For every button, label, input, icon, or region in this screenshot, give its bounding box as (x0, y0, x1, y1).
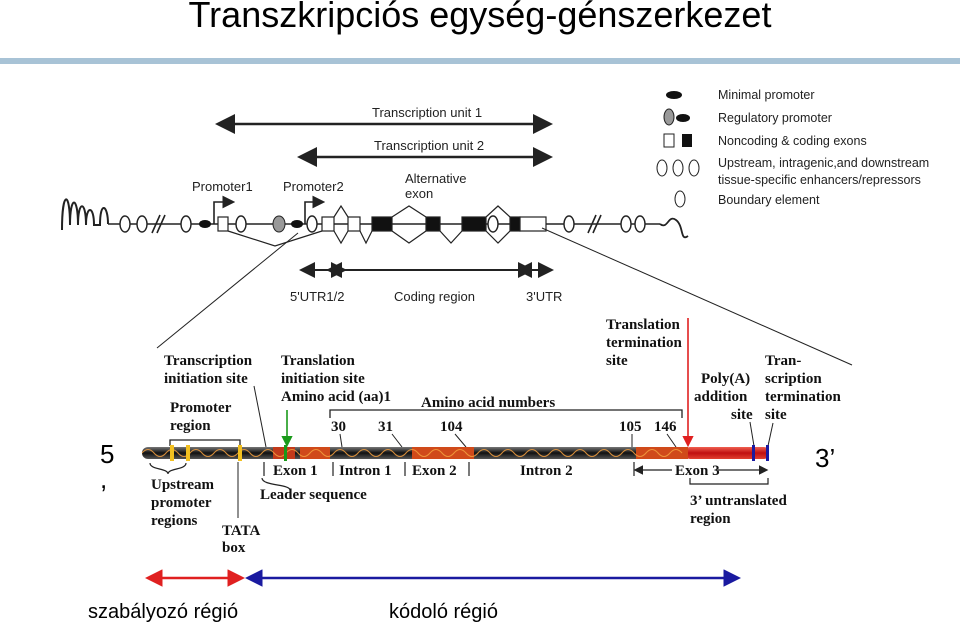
utr3-segment (686, 447, 768, 459)
enhancer-icon (563, 215, 575, 233)
enhancer-icon (235, 215, 247, 233)
minimal-promoter-icon (199, 220, 211, 228)
svg-text:3’ untranslated: 3’ untranslated (690, 493, 787, 509)
svg-text:Minimal promoter: Minimal promoter (718, 88, 815, 102)
svg-text:31: 31 (378, 419, 393, 435)
svg-text:Leader sequence: Leader sequence (260, 487, 367, 503)
regulatory-promoter-icon (272, 215, 286, 233)
svg-text:Upstream, intragenic,and downs: Upstream, intragenic,and downstream (718, 156, 929, 170)
boundary-element-icon (659, 217, 689, 239)
enhancer-icon (306, 215, 318, 233)
svg-text:addition: addition (694, 389, 748, 405)
tu2-label: Transcription unit 2 (374, 138, 484, 153)
svg-text:Transcription: Transcription (164, 353, 253, 369)
svg-text:scription: scription (765, 371, 822, 387)
page-title: Transzkripciós egység-génszerkezet (188, 0, 772, 35)
enhancer-icon (119, 215, 131, 233)
svg-text:site: site (731, 407, 753, 423)
regulatory-region-label: szabályozó régió (88, 601, 238, 623)
alt-exon-label-1: Alternative (405, 171, 466, 186)
svg-text:Intron 1: Intron 1 (339, 463, 392, 479)
svg-text:Upstream: Upstream (151, 477, 215, 493)
svg-text:Amino acid numbers: Amino acid numbers (421, 395, 555, 411)
transcription-unit-1: Transcription unit 1 (215, 105, 553, 134)
promoter1-label: Promoter1 (192, 179, 253, 194)
enhancer-icon (672, 159, 684, 177)
coding-region-label: Coding region (394, 289, 475, 304)
svg-text:Translation: Translation (606, 317, 681, 333)
three-prime-label: 3’ (815, 443, 835, 473)
coding-exon-icon (682, 134, 692, 147)
svg-text:initiation site: initiation site (164, 371, 248, 387)
legend: Minimal promoter Regulatory promoter Non… (656, 88, 929, 208)
svg-text:Exon 1: Exon 1 (273, 463, 318, 479)
minimal-promoter-icon (666, 91, 682, 99)
svg-text:termination: termination (606, 335, 682, 351)
svg-text:region: region (690, 511, 731, 527)
noncoding-exon-icon (663, 133, 675, 148)
svg-text:Noncoding & coding exons: Noncoding & coding exons (718, 134, 867, 148)
minimal-promoter-icon (291, 220, 303, 228)
regulatory-promoter-icon (663, 108, 675, 126)
enhancer-icon (634, 215, 646, 233)
svg-text:,: , (100, 464, 107, 494)
svg-text:termination: termination (765, 389, 841, 405)
svg-text:Exon 3: Exon 3 (675, 463, 720, 479)
svg-text:30: 30 (331, 419, 346, 435)
svg-text:Poly(A): Poly(A) (701, 371, 750, 387)
enhancer-icon (487, 215, 499, 233)
svg-text:Translation: Translation (281, 353, 356, 369)
svg-text:Boundary element: Boundary element (718, 193, 820, 207)
boundary-element-icon (674, 190, 686, 208)
svg-text:Intron 2: Intron 2 (520, 463, 573, 479)
utr5-label: 5'UTR1/2 (290, 289, 345, 304)
enhancer-icon (180, 215, 192, 233)
svg-text:initiation site: initiation site (281, 371, 365, 387)
svg-text:104: 104 (440, 419, 463, 435)
title-underline (0, 58, 960, 64)
five-prime-label: 5 (100, 439, 114, 469)
svg-text:tissue-specific enhancers/repr: tissue-specific enhancers/repressors (718, 173, 921, 187)
tu1-label: Transcription unit 1 (372, 105, 482, 120)
svg-text:site: site (765, 407, 787, 423)
svg-text:promoter: promoter (151, 495, 212, 511)
svg-text:TATA: TATA (222, 523, 261, 539)
chromatin-loop-icon (61, 198, 109, 231)
svg-text:Exon 2: Exon 2 (412, 463, 457, 479)
enhancer-icon (620, 215, 632, 233)
svg-text:Regulatory promoter: Regulatory promoter (718, 111, 832, 125)
svg-text:box: box (222, 540, 246, 556)
svg-text:105: 105 (619, 419, 642, 435)
alt-exon-label-2: exon (405, 186, 433, 201)
utr3-label: 3'UTR (526, 289, 562, 304)
svg-text:Promoter: Promoter (170, 400, 232, 416)
coding-region-label-hu: kódoló régió (389, 601, 498, 623)
svg-text:Amino acid (aa)1: Amino acid (aa)1 (281, 389, 391, 405)
svg-text:regions: regions (151, 513, 198, 529)
svg-text:site: site (606, 353, 628, 369)
transcription-unit-2: Transcription unit 2 (297, 138, 553, 167)
promoter2-label: Promoter2 (283, 179, 344, 194)
enhancer-icon (136, 215, 148, 233)
enhancer-icon (688, 159, 700, 177)
enhancer-icon (656, 159, 668, 177)
svg-text:Tran-: Tran- (765, 353, 801, 369)
svg-text:region: region (170, 418, 211, 434)
svg-text:146: 146 (654, 419, 677, 435)
